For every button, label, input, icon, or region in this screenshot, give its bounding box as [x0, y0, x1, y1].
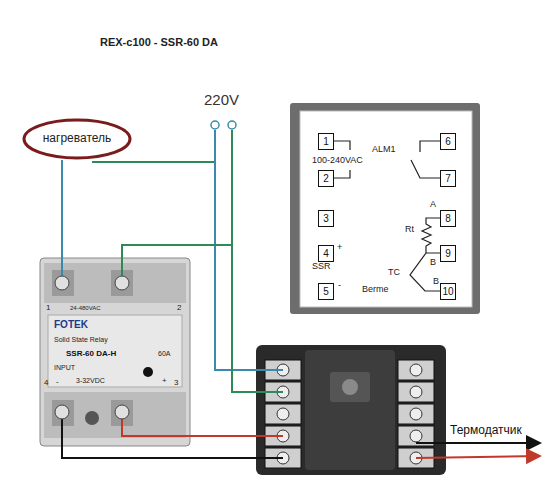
polarity-sign: - — [338, 281, 341, 291]
pin-number: 6 — [445, 136, 451, 147]
pin-box: 7 — [440, 170, 456, 187]
polarity-sign: + — [162, 377, 167, 386]
power-label: 100-240VAC — [312, 156, 363, 166]
pinout-panel: 100-240VAC ALM1SSR + - A RtB TC B Berme 1 2 3 4 5 6 7 8 9… — [292, 105, 478, 312]
terminal-number: 1 — [46, 304, 50, 313]
pin-box: 2 — [318, 170, 334, 187]
pinout-frame — [290, 103, 480, 314]
title: REX-c100 - SSR-60 DA — [100, 36, 218, 48]
pin-name: B — [430, 258, 436, 268]
pin-number: 2 — [323, 173, 329, 184]
polarity-sign: + — [337, 243, 342, 253]
rating-text: 60A — [158, 350, 170, 358]
brand-name: Berme — [362, 285, 389, 295]
resistor-label: Rt — [405, 225, 414, 235]
terminal-number: 4 — [44, 379, 48, 388]
pin-number: 4 — [323, 248, 329, 259]
screws — [55, 276, 129, 419]
pin-number: 7 — [445, 173, 451, 184]
pin-box: 1 — [318, 133, 334, 150]
rating-text: 3-32VDC — [76, 377, 105, 385]
mains-label: 220V — [204, 92, 239, 109]
pin-box: 6 — [440, 133, 456, 150]
pin-box: 3 — [318, 210, 334, 227]
pin-box: 10 — [440, 283, 456, 300]
rating-text: 24-480VAC — [70, 305, 101, 312]
pin-number: 1 — [323, 136, 329, 147]
pin-number: 5 — [323, 286, 329, 297]
alarm-label: ALM1 — [372, 145, 396, 155]
pin-box: 5 — [318, 283, 334, 300]
pin-box: 4 — [318, 245, 334, 262]
product-text: Solid State Relay — [54, 336, 108, 344]
pin-name: A — [430, 200, 436, 210]
terminal-number: 3 — [174, 379, 178, 388]
model-name: SSR-60 DA-H — [66, 350, 116, 359]
signal-name: SSR — [312, 262, 331, 272]
heater-ellipse: нагреватель — [22, 118, 132, 160]
pin-number: 3 — [323, 213, 329, 224]
pin-name: B — [433, 277, 439, 287]
sensor-label: Термодатчик — [450, 424, 522, 437]
pin-number: 10 — [442, 286, 453, 297]
polarity-sign: - — [56, 378, 59, 387]
pin-box: 8 — [440, 210, 456, 227]
ssr-relay-body — [40, 258, 190, 446]
terminal-number: 2 — [177, 304, 181, 313]
pin-number: 8 — [445, 213, 451, 224]
pin-box: 9 — [440, 245, 456, 262]
controller-terminals — [265, 360, 434, 468]
pin-number: 9 — [445, 248, 451, 259]
controller-rex-c100 — [256, 345, 446, 475]
mains-terminals — [211, 121, 236, 129]
wires — [62, 130, 540, 458]
signal-name: INPUT — [54, 364, 75, 372]
part-name: нагреватель — [43, 132, 112, 145]
brand-name: FOTEK — [54, 319, 88, 330]
thermocouple-label: TC — [388, 268, 400, 278]
